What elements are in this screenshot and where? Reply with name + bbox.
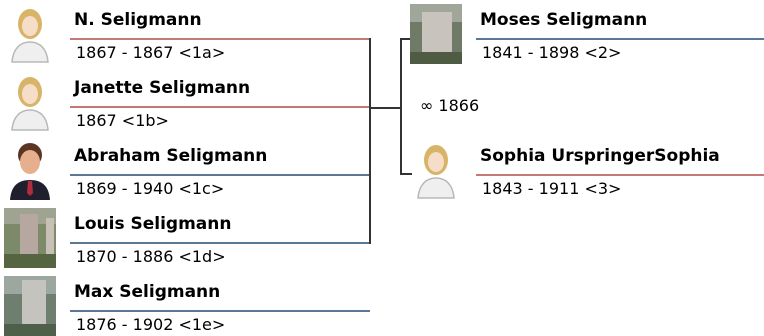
person-dates: 1867 <1b> bbox=[76, 111, 169, 130]
female-avatar-icon bbox=[4, 4, 56, 64]
person-name[interactable]: Abraham Seligmann bbox=[74, 146, 268, 166]
person-dates: 1843 - 1911 <3> bbox=[482, 179, 622, 198]
person-name[interactable]: Max Seligmann bbox=[74, 282, 221, 302]
male-rule bbox=[476, 38, 764, 40]
parent-card[interactable]: Sophia UrspringerSophia 1843 - 1911 <3> bbox=[410, 140, 764, 200]
person-name[interactable]: N. Seligmann bbox=[74, 10, 202, 30]
female-avatar-icon bbox=[4, 72, 56, 132]
parent-card[interactable]: Moses Seligmann 1841 - 1898 <2> bbox=[410, 4, 764, 64]
gravestone-photo-icon bbox=[4, 208, 56, 268]
marriage-date: ∞ 1866 bbox=[420, 96, 480, 115]
person-name[interactable]: Sophia UrspringerSophia bbox=[480, 146, 720, 166]
male-rule bbox=[70, 174, 370, 176]
person-dates: 1870 - 1886 <1d> bbox=[76, 247, 226, 266]
male-rule bbox=[70, 242, 370, 244]
child-card[interactable]: Abraham Seligmann 1869 - 1940 <1c> bbox=[4, 140, 370, 200]
person-dates: 1869 - 1940 <1c> bbox=[76, 179, 225, 198]
female-rule bbox=[476, 174, 764, 176]
person-name[interactable]: Moses Seligmann bbox=[480, 10, 648, 30]
gravestone-photo-icon bbox=[4, 276, 56, 336]
child-card[interactable]: Max Seligmann 1876 - 1902 <1e> bbox=[4, 276, 370, 336]
male-avatar-icon bbox=[4, 140, 56, 200]
child-card[interactable]: Janette Seligmann 1867 <1b> bbox=[4, 72, 370, 132]
person-dates: 1841 - 1898 <2> bbox=[482, 43, 622, 62]
person-dates: 1876 - 1902 <1e> bbox=[76, 315, 226, 334]
person-name[interactable]: Janette Seligmann bbox=[74, 78, 251, 98]
person-name[interactable]: Louis Seligmann bbox=[74, 214, 232, 234]
child-card[interactable]: Louis Seligmann 1870 - 1886 <1d> bbox=[4, 208, 370, 268]
female-rule bbox=[70, 38, 370, 40]
parent-bracket-top bbox=[400, 38, 412, 40]
female-avatar-icon bbox=[410, 140, 462, 200]
male-rule bbox=[70, 310, 370, 312]
female-rule bbox=[70, 106, 370, 108]
person-dates: 1867 - 1867 <1a> bbox=[76, 43, 226, 62]
parent-bracket-vertical bbox=[400, 38, 402, 175]
child-connector-vertical bbox=[369, 38, 371, 244]
parent-bracket-bottom bbox=[400, 173, 412, 175]
family-connector-horizontal bbox=[369, 107, 400, 109]
gravestone-photo-icon bbox=[410, 4, 462, 64]
child-card[interactable]: N. Seligmann 1867 - 1867 <1a> bbox=[4, 4, 370, 64]
